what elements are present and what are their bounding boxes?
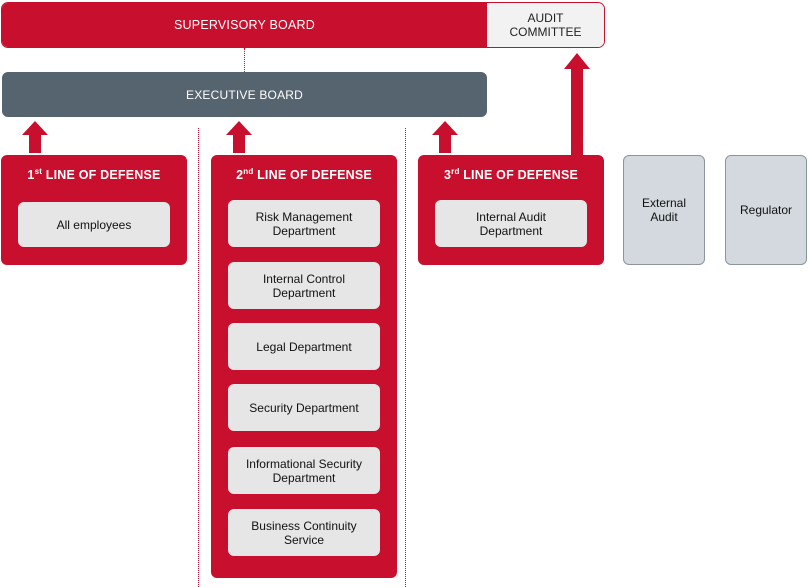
- supervisory-executive-link: [244, 48, 245, 72]
- supervisory-board: SUPERVISORY BOARD: [2, 3, 487, 47]
- supervisory-board-bar: SUPERVISORY BOARD AUDIT COMMITTEE: [1, 2, 605, 48]
- line-1-arrow: [22, 121, 48, 153]
- audit-committee-arrow: [564, 53, 590, 155]
- unit-all-employees: All employees: [18, 202, 170, 247]
- unit-security: Security Department: [228, 384, 380, 431]
- separator-1: [198, 128, 199, 587]
- audit-committee-line-1: AUDIT: [527, 11, 564, 25]
- first-line-of-defense: 1st LINE OF DEFENSE All employees: [1, 155, 187, 265]
- separator-2: [405, 128, 406, 587]
- audit-committee-line-2: COMMITTEE: [509, 25, 582, 39]
- executive-board: EXECUTIVE BOARD: [2, 72, 487, 117]
- line-title: 2nd LINE OF DEFENSE: [236, 167, 372, 182]
- line-title: 1st LINE OF DEFENSE: [27, 167, 161, 182]
- line-title: 3rd LINE OF DEFENSE: [443, 167, 579, 182]
- audit-committee: AUDIT COMMITTEE: [487, 3, 604, 47]
- regulator: Regulator: [725, 155, 807, 265]
- external-audit: External Audit: [623, 155, 705, 265]
- line-2-arrow: [226, 121, 252, 153]
- unit-legal: Legal Department: [228, 323, 380, 370]
- line-3-arrow: [432, 121, 458, 153]
